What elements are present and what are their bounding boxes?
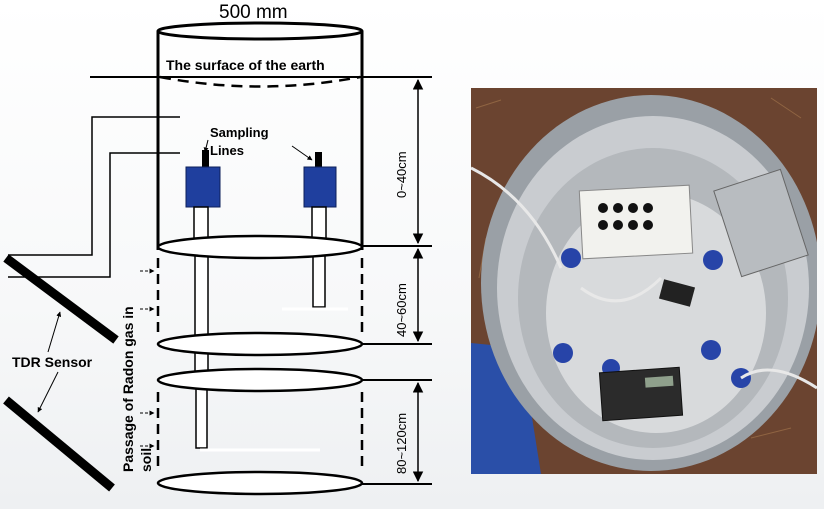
sampling-lines-label-2: Lines [210, 143, 244, 158]
tdr-arrow-lower [37, 371, 59, 413]
tdr-sensor-upper [3, 254, 119, 344]
tdr-arrow-upper [47, 311, 62, 353]
ring-plate-bottom [156, 470, 364, 496]
surface-label: The surface of the earth [166, 57, 325, 73]
chamber-photo-drawing [471, 88, 817, 474]
depth-label-80-120: 80~120cm [394, 413, 409, 474]
surface-dashed-curve [159, 75, 361, 88]
passage-label-2: soil [138, 448, 154, 472]
sampling-arrow-right [291, 145, 313, 161]
tdr-sensor-label: TDR Sensor [12, 354, 93, 370]
ring-plate-2 [156, 331, 364, 357]
depth-label-0-40: 0~40cm [394, 151, 409, 198]
chamber-photo [471, 88, 817, 474]
probe-right [303, 152, 337, 308]
probe-left [185, 150, 221, 449]
gas-passage-arrows [140, 268, 155, 449]
passage-label: Passage of Radon gas in [120, 306, 136, 472]
sampling-lines-label: Sampling [210, 125, 269, 140]
sensor-cable-2 [8, 152, 180, 278]
cylinder-top-rim [156, 21, 364, 41]
ring-plate-1 [156, 234, 364, 260]
tdr-sensor-lower [3, 396, 115, 492]
diameter-label: 500 mm [219, 2, 288, 23]
depth-label-40-60: 40~60cm [394, 283, 409, 337]
sensor-cable-1 [8, 116, 180, 256]
ring-plate-3 [156, 367, 364, 393]
